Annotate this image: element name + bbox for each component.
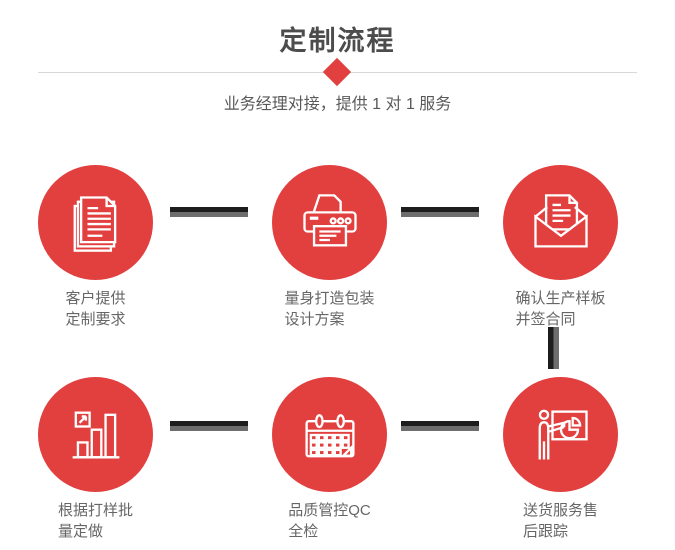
diamond-marker xyxy=(322,57,352,87)
step-circle-3 xyxy=(503,165,618,280)
connector-step3-step6 xyxy=(548,327,559,369)
envelope-icon xyxy=(533,193,588,248)
step-circle-4 xyxy=(38,377,153,492)
presenter-icon xyxy=(538,409,588,459)
connector-step4-step5 xyxy=(170,421,248,431)
documents-icon xyxy=(73,195,116,252)
step-circle-6 xyxy=(503,377,618,492)
step-circle-1 xyxy=(38,165,153,280)
step-label-6: 送货服务售 后跟踪 xyxy=(522,502,598,540)
step-label-4: 根据打样批 量定做 xyxy=(57,502,133,540)
section-title: 定制流程 xyxy=(279,26,396,56)
step-label-3: 确认生产样板 并签合同 xyxy=(515,290,606,328)
step-label-5: 品质管控QC 全检 xyxy=(288,502,371,540)
step-circle-5 xyxy=(272,377,387,492)
printer-icon xyxy=(302,193,357,246)
section-subtitle: 业务经理对接，提供 1 对 1 服务 xyxy=(223,96,452,113)
bar-chart-icon xyxy=(72,411,119,458)
connector-step1-step2 xyxy=(170,207,248,217)
connector-step2-step3 xyxy=(401,207,479,217)
step-label-2: 量身打造包装 设计方案 xyxy=(284,290,375,328)
connector-step5-step6 xyxy=(401,421,479,431)
step-label-1: 客户提供 定制要求 xyxy=(65,290,126,328)
step-circle-2 xyxy=(272,165,387,280)
calendar-icon xyxy=(304,413,355,457)
